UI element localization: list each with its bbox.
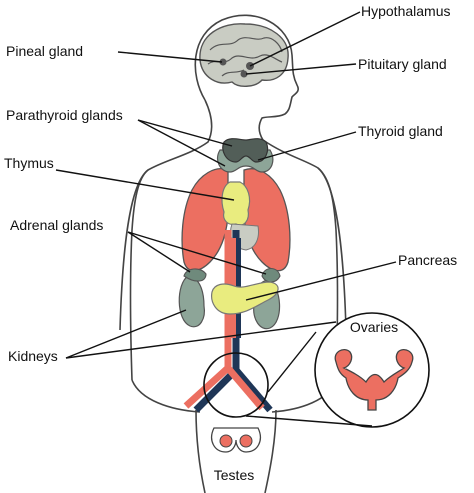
pelvic-circle bbox=[203, 352, 269, 418]
ovaries-shape bbox=[334, 348, 414, 411]
ovaries-inset-circle bbox=[314, 312, 430, 428]
right-testis bbox=[239, 434, 253, 448]
thyroid-region bbox=[217, 138, 274, 173]
right-arm-outline bbox=[317, 167, 347, 331]
label-thyroid-gland: Thyroid gland bbox=[358, 123, 443, 139]
right-torso-outline bbox=[262, 139, 339, 381]
head-outline bbox=[194, 14, 299, 141]
thyroid-gland-shape bbox=[222, 138, 269, 163]
label-pituitary-gland: Pituitary gland bbox=[358, 56, 447, 72]
label-testes: Testes bbox=[214, 467, 254, 483]
left-testis bbox=[219, 434, 233, 448]
pineal-gland-shape bbox=[219, 58, 227, 66]
ovaries-zoom-leader-1 bbox=[267, 331, 317, 393]
pituitary-gland-shape bbox=[240, 70, 248, 78]
label-hypothalamus: Hypothalamus bbox=[361, 3, 451, 19]
right-lung bbox=[243, 168, 291, 272]
left-lung bbox=[181, 168, 229, 272]
label-adrenal-glands: Adrenal glands bbox=[10, 217, 103, 233]
thymus-leader bbox=[55, 169, 235, 201]
kidneys-leader-2 bbox=[65, 321, 337, 359]
label-ovaries: Ovaries bbox=[350, 319, 398, 335]
label-parathyroid-glands: Parathyroid glands bbox=[6, 107, 123, 123]
right-adrenal-gland bbox=[261, 267, 281, 283]
label-kidneys: Kidneys bbox=[8, 348, 58, 364]
right-leg-outline bbox=[264, 409, 277, 493]
left-hip-outline bbox=[131, 379, 201, 413]
pancreas-shape bbox=[211, 281, 279, 315]
left-arm-outline bbox=[119, 169, 149, 331]
body-outline bbox=[119, 14, 347, 493]
leader-lines bbox=[55, 11, 397, 427]
adrenal-leader-2 bbox=[127, 231, 267, 275]
kidneys-leader-1 bbox=[65, 309, 187, 359]
label-pancreas: Pancreas bbox=[398, 252, 457, 268]
brain-shape bbox=[199, 23, 289, 87]
adrenal-leader-1 bbox=[127, 231, 191, 273]
pituitary-leader bbox=[245, 63, 357, 75]
left-leg-outline bbox=[195, 409, 206, 493]
pancreas-leader bbox=[245, 261, 397, 301]
label-thymus: Thymus bbox=[4, 155, 54, 171]
brain bbox=[199, 23, 289, 87]
pineal-leader bbox=[117, 51, 223, 63]
parathyroid-leader-2 bbox=[137, 119, 226, 167]
left-kidney bbox=[178, 275, 205, 328]
parathyroid-leader-1 bbox=[137, 119, 233, 147]
thymus-shape bbox=[221, 181, 251, 226]
thyroid-leader bbox=[257, 131, 357, 161]
label-pineal-gland: Pineal gland bbox=[6, 43, 83, 59]
ovaries-inset bbox=[314, 312, 430, 428]
testes-shape bbox=[211, 427, 261, 453]
ovaries-zoom-leader-2 bbox=[245, 415, 373, 427]
labels: Hypothalamus Pineal gland Pituitary glan… bbox=[4, 3, 457, 483]
hypothalamus-leader bbox=[249, 11, 361, 67]
